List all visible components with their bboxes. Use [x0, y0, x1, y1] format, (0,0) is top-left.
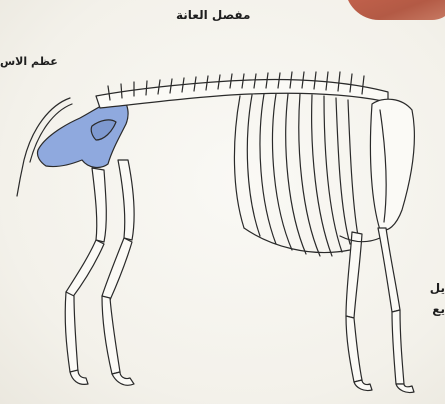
- front-left-leg: [346, 232, 372, 391]
- rib-cage: [234, 94, 358, 256]
- label-hip-bone: عظم الاس: [0, 55, 64, 68]
- label-right-line-2: يع: [411, 302, 445, 316]
- hind-left-leg: [65, 168, 106, 384]
- label-right-line-1: يل: [420, 281, 445, 295]
- label-pubic-joint: مفصل العانة: [176, 8, 250, 22]
- hind-right-leg: [102, 160, 134, 385]
- scapula: [370, 99, 414, 230]
- front-right-leg: [378, 228, 414, 393]
- pelvis-bone: [37, 98, 128, 167]
